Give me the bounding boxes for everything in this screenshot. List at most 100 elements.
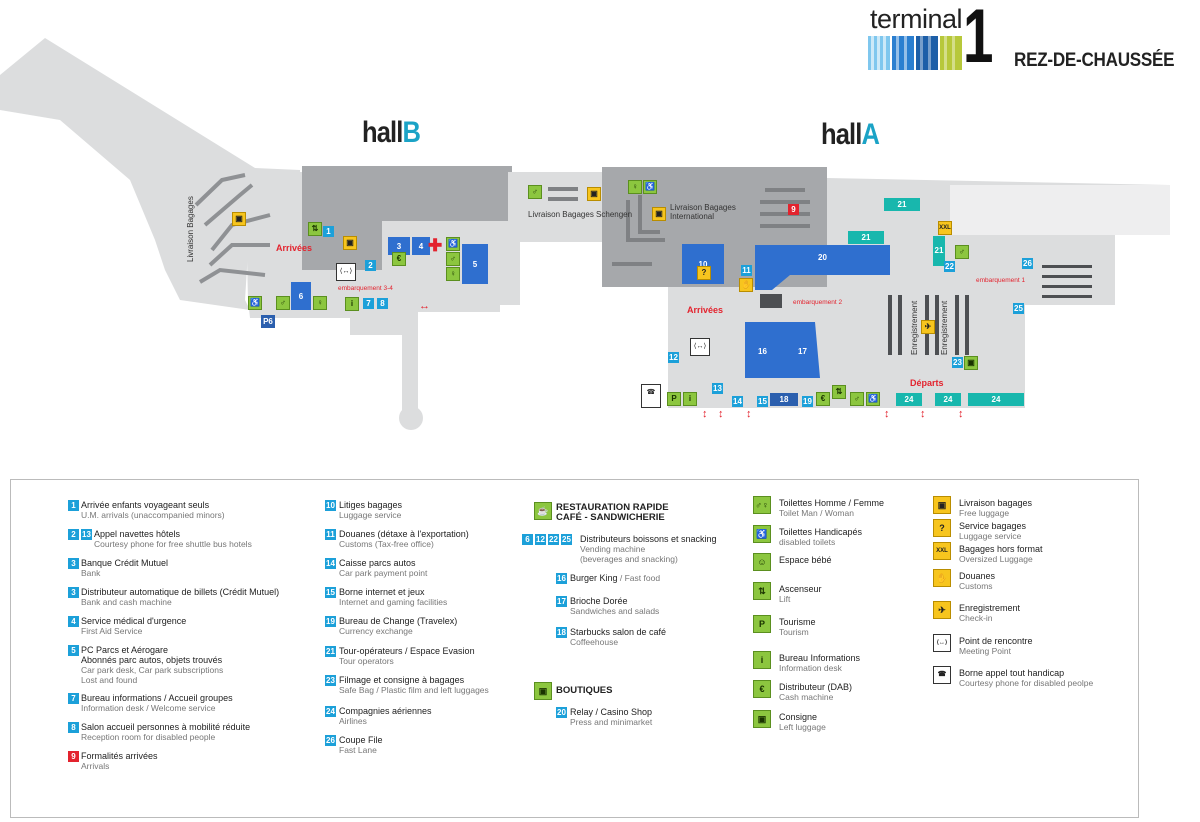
legend-title: Caisse parcs autos	[339, 558, 416, 568]
toilets-icon-b2[interactable]: ♀	[446, 267, 460, 281]
disabled-toilets-icon-b[interactable]: ♿	[446, 237, 460, 251]
lift-icon-b[interactable]: ⇅	[308, 222, 322, 236]
boarding-1-bar-2	[1042, 275, 1092, 278]
luggage-delivery-icon-a2[interactable]: ▣	[652, 207, 666, 221]
toilets-icon-a3[interactable]: ♂	[955, 245, 969, 259]
marker-9[interactable]: 9	[788, 204, 799, 215]
courtesy-phone-icon-a[interactable]: ☎	[641, 384, 661, 408]
cash-machine-icon-b[interactable]: €	[392, 252, 406, 266]
toilets-icon-a1[interactable]: ♂	[528, 185, 542, 199]
marker-4[interactable]: 4	[412, 237, 430, 255]
marker-24c[interactable]: 24	[968, 393, 1024, 406]
marker-21b[interactable]: 21	[848, 231, 884, 244]
luggage-delivery-icon-b2[interactable]: ▣	[343, 236, 357, 250]
marker-26[interactable]: 26	[1022, 258, 1033, 269]
legend-badge: 19	[325, 616, 336, 627]
information-icon-a[interactable]: i	[683, 392, 697, 406]
marker-18[interactable]: 18	[770, 393, 798, 406]
luggage-service-icon: ?	[933, 519, 951, 537]
legend-badge: 5	[68, 645, 79, 656]
marker-1[interactable]: 1	[323, 226, 334, 237]
legend-subtitle: First Aid Service	[81, 626, 143, 636]
p6-sign[interactable]: P6	[261, 315, 275, 328]
toilets-icon-b[interactable]: ♂	[446, 252, 460, 266]
lift-icon: ⇅	[753, 582, 771, 600]
conveyor-a-2	[548, 197, 578, 201]
legend-title: Bagages hors format	[959, 544, 1043, 554]
toilets-icon-b3[interactable]: ♂	[276, 296, 290, 310]
legend-badge: 14	[325, 558, 336, 569]
marker-11[interactable]: 11	[741, 265, 752, 276]
disabled-toilets-icon-a1[interactable]: ♿	[643, 180, 657, 194]
marker-8[interactable]: 8	[377, 298, 388, 309]
marker-6[interactable]: 6	[291, 282, 311, 310]
marker-3[interactable]: 3	[388, 237, 410, 255]
marker-17[interactable]: 17	[798, 347, 807, 356]
tourism-icon-a[interactable]: P	[667, 392, 681, 406]
legend-badge: 22	[548, 534, 559, 545]
marker-15[interactable]: 15	[757, 396, 768, 407]
meeting-point-icon-b[interactable]: ⟨↔⟩	[336, 263, 356, 281]
oversized-luggage-icon-a[interactable]: XXL	[938, 221, 952, 235]
livraison-schengen-label: Livraison Bagages Schengen	[528, 210, 633, 219]
meeting-point-icon-a[interactable]: ⟨↔⟩	[690, 338, 710, 356]
marker-24a[interactable]: 24	[896, 393, 922, 406]
legend-title: Douanes	[959, 571, 996, 581]
marker-21c[interactable]: 21	[933, 236, 945, 266]
legend-subtitle: Courtesy phone for disabled peolpe	[959, 678, 1094, 688]
customs-icon-a[interactable]: ✋	[739, 278, 753, 292]
information-icon-b[interactable]: i	[345, 297, 359, 311]
stairs-a	[760, 294, 782, 308]
toilets-icon-a2[interactable]: ♀	[628, 180, 642, 194]
legend-subtitle: Lift	[779, 594, 791, 604]
marker-22[interactable]: 22	[944, 261, 955, 272]
legend-badges: 16	[556, 573, 567, 584]
marker-19[interactable]: 19	[802, 396, 813, 407]
marker-23[interactable]: 23	[952, 357, 963, 368]
legend-title: Bureau informations / Accueil groupes	[81, 693, 233, 703]
marker-25[interactable]: 25	[1013, 303, 1024, 314]
legend-badge: 8	[68, 722, 79, 733]
marker-7[interactable]: 7	[363, 298, 374, 309]
checkin-row-4	[935, 295, 939, 355]
luggage-delivery-icon-b[interactable]: ▣	[232, 212, 246, 226]
marker-12[interactable]: 12	[668, 352, 679, 363]
legend-title: Burger King / Fast food	[570, 573, 661, 583]
marker-13[interactable]: 13	[712, 383, 723, 394]
disabled-toilets-icon-a2[interactable]: ♿	[866, 392, 880, 406]
marker-21a[interactable]: 21	[884, 198, 920, 211]
toilets-icon-b4[interactable]: ♀	[313, 296, 327, 310]
marker-14[interactable]: 14	[732, 396, 743, 407]
legend-title: PC Parcs et Aérogare	[81, 645, 169, 655]
entrance-arrow-a5: ↕	[920, 408, 926, 420]
marker-24b[interactable]: 24	[935, 393, 961, 406]
legend-subtitle: Meeting Point	[959, 646, 1011, 656]
marker-5[interactable]: 5	[462, 244, 488, 284]
marker-2[interactable]: 2	[365, 260, 376, 271]
legend-title: Starbucks salon de café	[570, 627, 667, 637]
toilets-icon-a4[interactable]: ♂	[850, 392, 864, 406]
carousel-a-2	[626, 200, 665, 242]
legend-title: Distributeur (DAB)	[779, 682, 853, 692]
marker-16[interactable]: 16	[758, 347, 767, 356]
lift-icon-a[interactable]: ⇅	[832, 385, 846, 399]
luggage-delivery-icon-a1[interactable]: ▣	[587, 187, 601, 201]
marker-20[interactable]: 20	[818, 253, 827, 262]
legend-subtitle: Cash machine	[779, 692, 834, 702]
zone-20-shape	[755, 245, 890, 290]
check-in-icon-a[interactable]: ✈	[921, 320, 935, 334]
cash-machine-icon-a[interactable]: €	[816, 392, 830, 406]
luggage-service-icon-a[interactable]: ?	[697, 266, 711, 280]
legend-subtitle: Fast Lane	[339, 745, 377, 755]
left-luggage-icon-a[interactable]: ▣	[964, 356, 978, 370]
disabled-toilets-icon-b2[interactable]: ♿	[248, 296, 262, 310]
legend-title: Tourisme	[779, 617, 816, 627]
